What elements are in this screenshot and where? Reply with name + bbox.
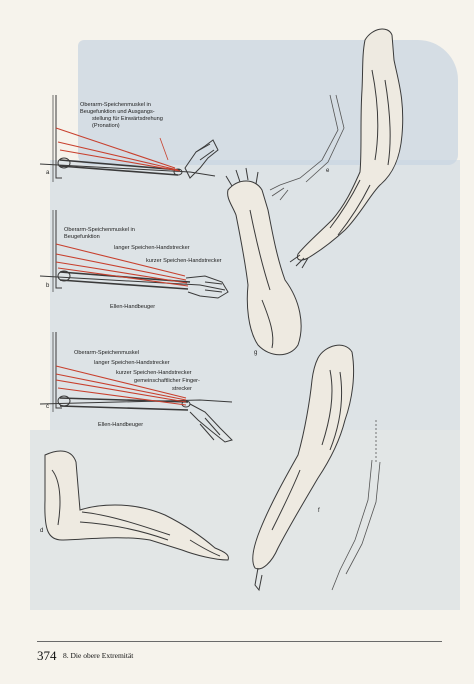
panel-b-muscle-lines: [55, 243, 189, 287]
panel-e-arm: [289, 28, 404, 269]
panel-a-label-1: Oberarm-Speichenmuskel in: [80, 102, 151, 108]
panel-d-letter: d: [40, 528, 44, 534]
panel-a-muscle-lines: [55, 127, 181, 172]
page-number: 374: [37, 648, 57, 663]
panel-b-label-3: langer Speichen-Handstrecker: [114, 245, 190, 251]
panel-f-arm: [252, 344, 355, 592]
panel-a-letter: a: [46, 170, 50, 176]
panel-b-label-1: Oberarm-Speichenmuskel in: [64, 227, 135, 233]
panel-b-label-2: Beugefunktion: [64, 234, 100, 240]
panel-a-label-4: (Pronation): [92, 123, 120, 129]
panel-c-label-5: strecker: [172, 386, 192, 392]
panel-b-diagram: [39, 210, 229, 299]
panel-g-letter: g: [254, 350, 258, 356]
panel-b-letter: b: [46, 283, 50, 289]
panel-b-label-5: Ellen-Handbeuger: [110, 304, 156, 310]
panel-g-arm: [225, 167, 302, 356]
panel-c-label-4: gemeinschaftlicher Finger-: [134, 378, 200, 384]
panel-c-letter: c: [46, 404, 49, 410]
panel-e-skeleton: [269, 94, 345, 201]
panel-c-label-3: kurzer Speichen-Handstrecker: [116, 370, 192, 376]
panel-c-diagram: [39, 332, 233, 443]
panel-e-letter: e: [326, 168, 330, 174]
panel-c-label-6: Ellen-Handbeuger: [98, 422, 144, 428]
panel-b-label-4: kurzer Speichen-Handstrecker: [146, 258, 222, 264]
chapter-title: 8. Die obere Extremität: [63, 651, 134, 660]
panel-c-muscle-lines: [55, 365, 187, 406]
panel-a-diagram: [39, 95, 219, 182]
panel-d-arm: [44, 450, 229, 561]
panel-f-letter: f: [318, 508, 320, 514]
panel-a-label-2: Beugefunktion und Ausgangs-: [80, 109, 155, 115]
footer-rule: [37, 641, 442, 642]
panel-c-label-2: langer Speichen-Handstrecker: [94, 360, 170, 366]
panel-f-skeleton: [331, 420, 381, 591]
panel-a-label-3: stellung für Einwärtsdrehung: [92, 116, 163, 122]
panel-c-label-1: Oberarm-Speichenmuskel: [74, 350, 139, 356]
